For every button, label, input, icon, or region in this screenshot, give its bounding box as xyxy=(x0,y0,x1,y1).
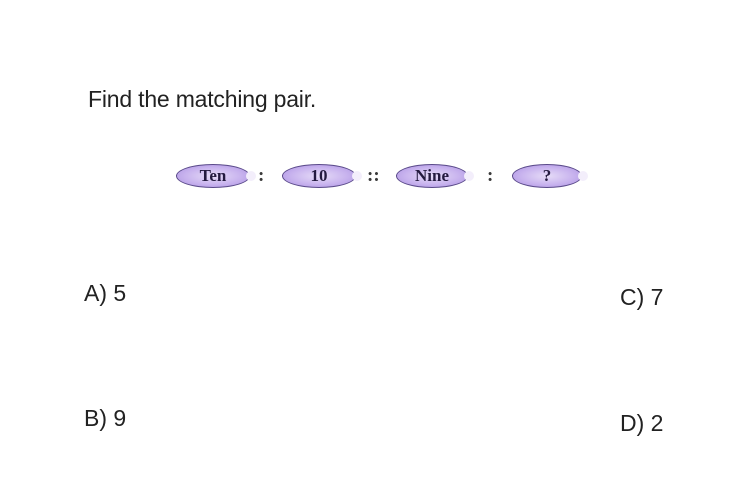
proportion-separator: :: xyxy=(367,165,380,186)
question-text: Find the matching pair. xyxy=(88,86,317,112)
option-c[interactable]: C) 7 xyxy=(620,284,664,310)
analogy-term-ten: Ten xyxy=(176,164,256,188)
ratio-separator: : xyxy=(487,165,494,186)
analogy-term-unknown: ? xyxy=(512,164,588,188)
option-d[interactable]: D) 2 xyxy=(620,410,664,436)
analogy-figure: Ten : 10 :: Nine : ? xyxy=(172,159,592,193)
option-a[interactable]: A) 5 xyxy=(84,280,127,306)
analogy-term-10: 10 xyxy=(282,164,362,188)
analogy-term-nine: Nine xyxy=(396,164,474,188)
ratio-separator: : xyxy=(258,165,265,186)
option-b[interactable]: B) 9 xyxy=(84,405,127,431)
